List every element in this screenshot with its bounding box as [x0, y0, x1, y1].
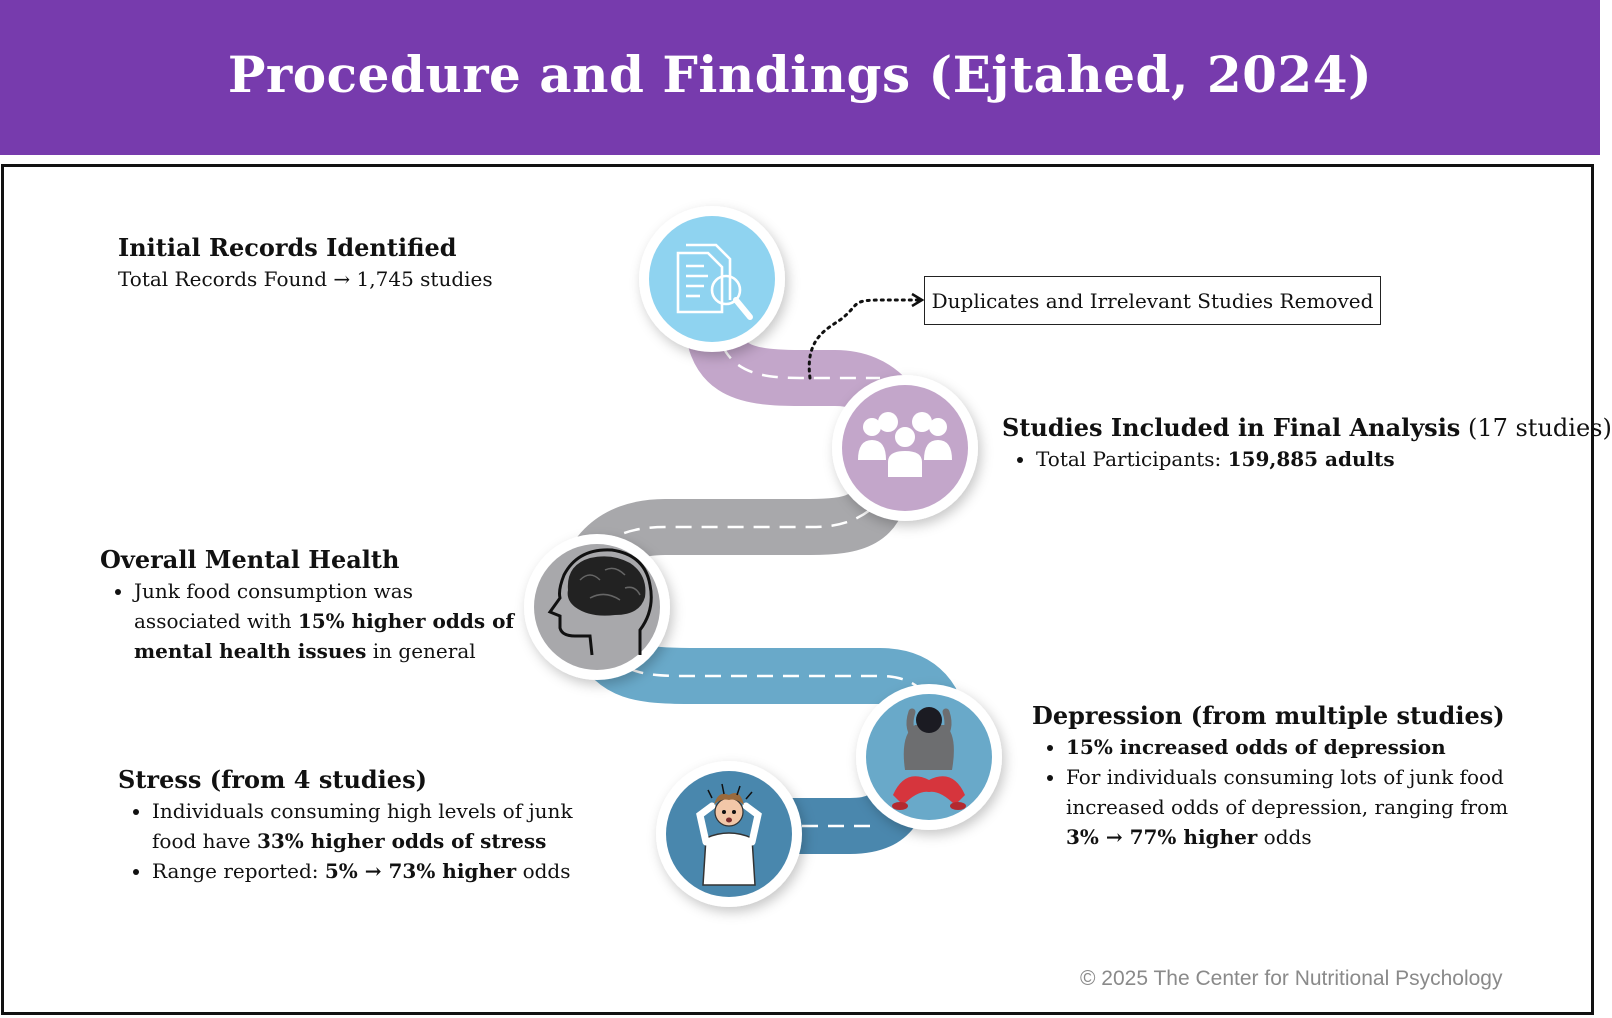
mental-health-title: Overall Mental Health — [100, 545, 400, 574]
stress-section: Stress (from 4 studies) Individuals cons… — [118, 764, 588, 886]
stress-bullet-1: Individuals consuming high levels of jun… — [152, 796, 588, 856]
document-search-icon — [639, 206, 785, 352]
initial-records-title: Initial Records Identified — [118, 233, 457, 262]
initial-records-line: Total Records Found → 1,745 studies — [118, 267, 493, 291]
depression-bullet-1: 15% increased odds of depression — [1066, 732, 1532, 762]
copyright-footer: © 2025 The Center for Nutritional Psycho… — [1080, 967, 1503, 990]
page-title: Procedure and Findings (Ejtahed, 2024) — [227, 45, 1373, 104]
mental-health-bullet: Junk food consumption was associated wit… — [134, 576, 520, 666]
initial-records-section: Initial Records Identified Total Records… — [118, 232, 493, 294]
studies-included-section: Studies Included in Final Analysis (17 s… — [1002, 412, 1612, 474]
removed-studies-box: Duplicates and Irrelevant Studies Remove… — [924, 276, 1381, 325]
mental-health-section: Overall Mental Health Junk food consumpt… — [100, 544, 520, 666]
studies-included-title: Studies Included in Final Analysis (17 s… — [1002, 413, 1612, 442]
content-frame — [1, 164, 1594, 1015]
depression-section: Depression (from multiple studies) 15% i… — [1032, 700, 1532, 852]
header-bar: Procedure and Findings (Ejtahed, 2024) — [0, 0, 1600, 155]
participants-bullet: Total Participants: 159,885 adults — [1036, 444, 1612, 474]
connector-arrowhead — [911, 292, 925, 308]
removed-studies-label: Duplicates and Irrelevant Studies Remove… — [931, 288, 1374, 313]
dotted-connector — [807, 298, 920, 380]
depression-title: Depression (from multiple studies) — [1032, 701, 1505, 730]
stress-bullet-2: Range reported: 5% → 73% higher odds — [152, 856, 588, 886]
stress-title: Stress (from 4 studies) — [118, 765, 427, 794]
arrow-glyph: → — [333, 267, 351, 291]
depression-bullet-2: For individuals consuming lots of junk f… — [1066, 762, 1532, 852]
